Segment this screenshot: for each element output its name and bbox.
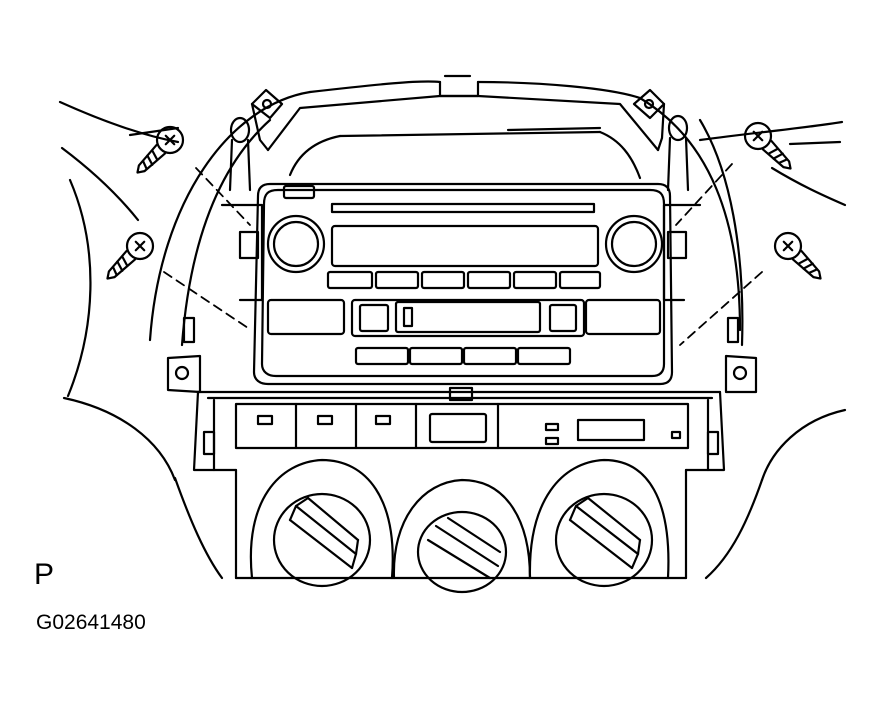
figure-id-label: G02641480 [36,611,146,634]
function-buttons [354,346,572,366]
dial-knob-icon [392,478,532,594]
screw-top-right [743,121,792,170]
dial-knob-icon [528,458,670,588]
radio-assembly [252,182,674,386]
installation-guide-lines [163,163,763,346]
screw-mid-left [106,231,155,280]
screw-icon [136,125,185,174]
screw-icon [773,231,822,280]
side-brackets [166,203,758,394]
screw-mid-right [773,231,822,280]
screw-icon [743,121,792,170]
dial-knob-icon [249,458,394,588]
upper-bracket [228,88,690,192]
climate-dials [234,458,688,594]
tuning-knob-icon [604,214,664,274]
view-letter-label: P [34,558,55,591]
preset-buttons [326,270,602,290]
screw-top-left [136,125,185,174]
climate-panel [192,386,726,472]
volume-knob-icon [266,214,326,274]
screw-icon [106,231,155,280]
